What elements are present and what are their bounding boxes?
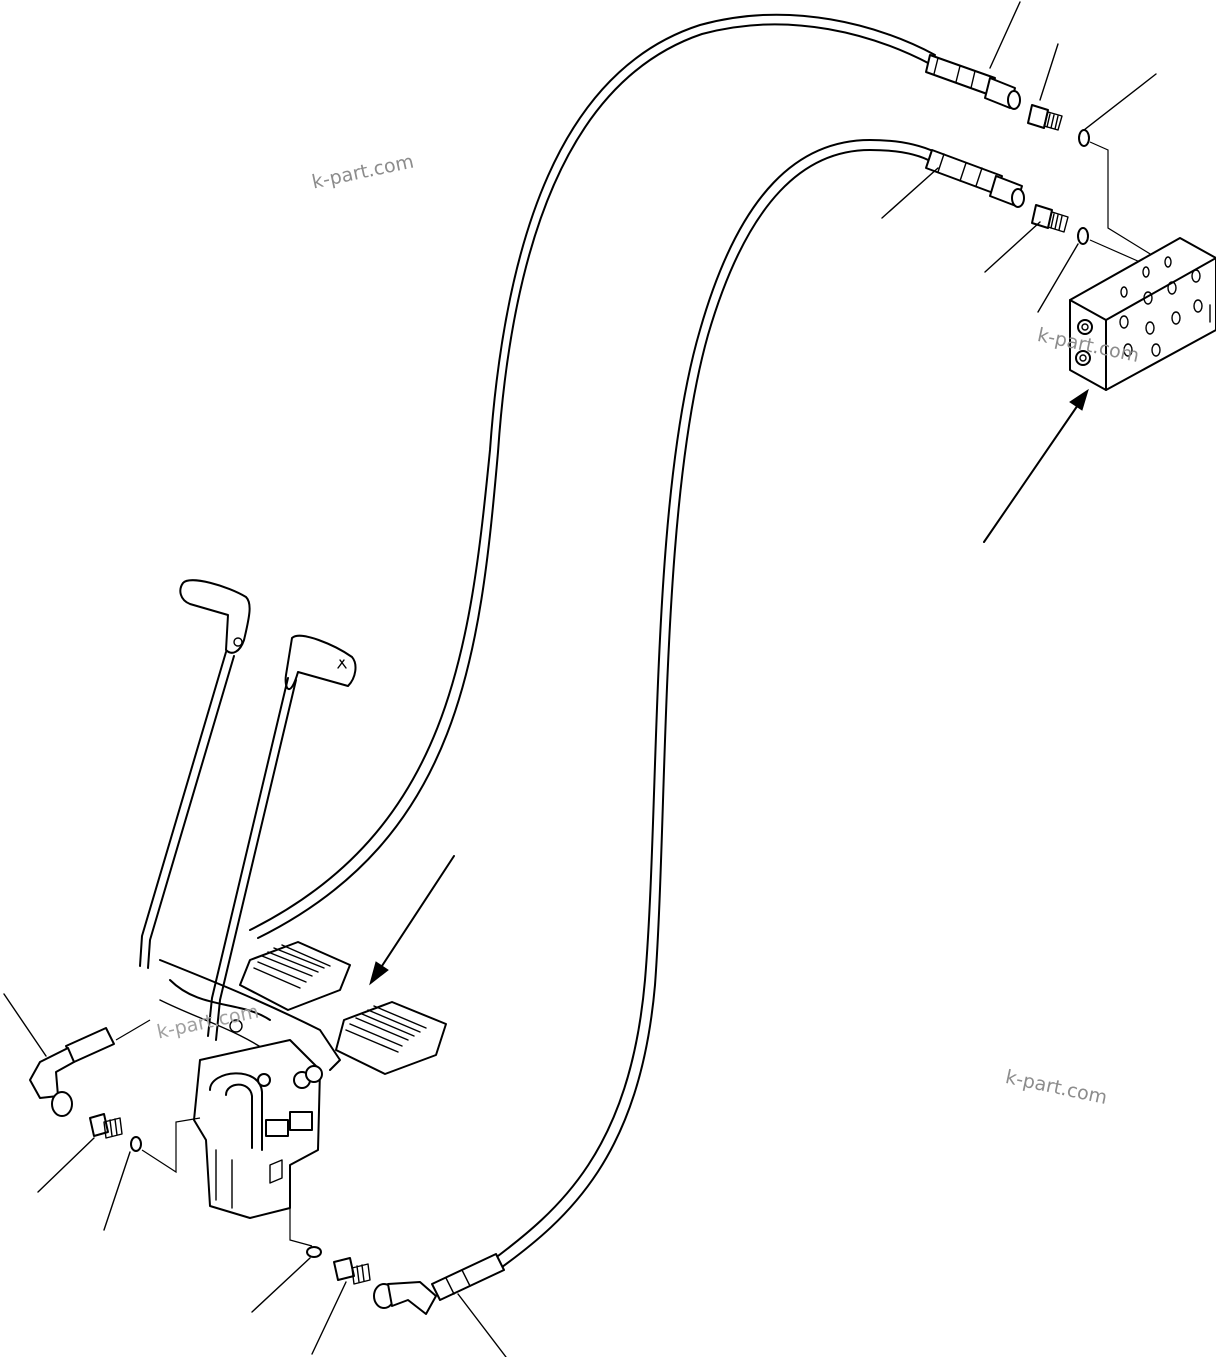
upper-hose-fitting-group xyxy=(925,1,1157,147)
block-arrow xyxy=(983,388,1089,543)
bottom-hose-fitting-group xyxy=(251,1208,507,1357)
control-levers xyxy=(139,579,357,1041)
left-hose-fitting-group xyxy=(3,993,201,1231)
hose-lower xyxy=(489,139,936,1271)
junction-block xyxy=(1069,237,1216,391)
hose-upper xyxy=(249,13,936,939)
foot-pedals xyxy=(159,941,447,1075)
lower-hose-fitting-group xyxy=(881,149,1089,313)
pilot-valve-body xyxy=(193,1019,323,1219)
pedal-arrow xyxy=(369,855,455,986)
